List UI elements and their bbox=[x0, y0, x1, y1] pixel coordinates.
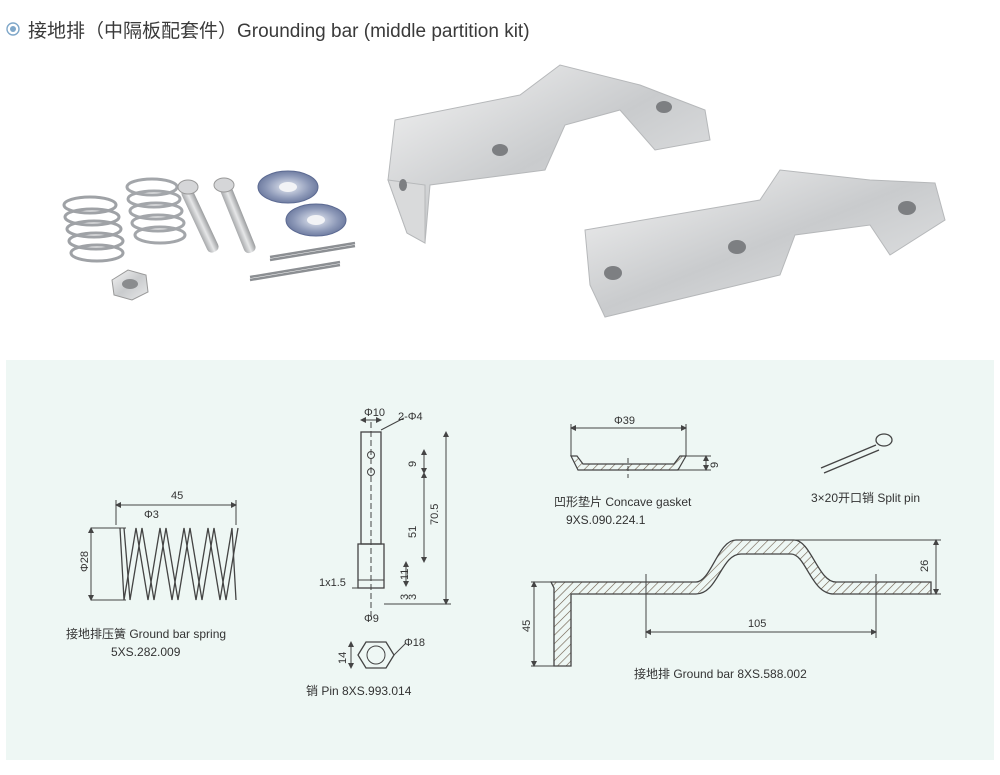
spring-diameter-dim: Φ28 bbox=[79, 551, 91, 572]
gasket-caption: 凹形垫片 Concave gasket bbox=[554, 494, 692, 509]
ground-bar-step-dim: 26 bbox=[919, 560, 931, 572]
circle-bullet-icon bbox=[6, 22, 20, 36]
gasket-h-dim: 9 bbox=[709, 462, 721, 468]
pin-caption: 销 Pin 8XS.993.014 bbox=[306, 684, 412, 698]
ground-bar-photo-1 bbox=[387, 64, 711, 244]
split-pin-leg-1 bbox=[820, 444, 877, 469]
spring-length-dim: 45 bbox=[171, 490, 183, 502]
ground-bar-length-dim: 105 bbox=[748, 618, 766, 630]
pin-holes-dim: 2-Φ4 bbox=[398, 411, 423, 423]
ground-bar-photo-2 bbox=[584, 169, 946, 318]
pin-total-dim: 70.5 bbox=[429, 504, 441, 525]
pin-photo-2 bbox=[213, 177, 256, 254]
pin-9-dim: 9 bbox=[407, 461, 419, 467]
gasket-drawing: Φ39 9 凹形垫片 Concave gasket 9XS.090.224.1 bbox=[554, 415, 721, 527]
pin-head bbox=[357, 543, 385, 589]
spring-caption: 接地排压簧 Ground bar spring bbox=[66, 626, 226, 641]
page-header: 接地排（中隔板配套件）Grounding bar (middle partiti… bbox=[6, 14, 530, 44]
pin-51-dim: 51 bbox=[407, 526, 419, 538]
pin-hole-2 bbox=[367, 468, 375, 476]
product-photo-area bbox=[62, 64, 946, 318]
page-title: 接地排（中隔板配套件）Grounding bar (middle partiti… bbox=[28, 20, 530, 42]
concave-gasket-photo-1 bbox=[257, 170, 319, 204]
spring-drawing: 45 Φ3 Φ28 接地排压簧 Ground bar spring 5XS.28… bbox=[66, 490, 239, 659]
gasket-code: 9XS.090.224.1 bbox=[566, 513, 646, 527]
pin-chamfer-dim: 1x1.5 bbox=[319, 577, 346, 589]
split-pin-leg-2 bbox=[823, 449, 880, 474]
pin-hole-1 bbox=[367, 451, 375, 459]
spring-wire-dim: Φ3 bbox=[144, 509, 159, 521]
spring-photo-1 bbox=[62, 195, 125, 263]
ground-bar-caption: 接地排 Ground bar 8XS.588.002 bbox=[634, 666, 807, 681]
pin-bottom-dia-dim: Φ9 bbox=[364, 613, 379, 625]
pin-11-dim: 11 bbox=[399, 569, 411, 580]
split-pin-photo-1 bbox=[269, 241, 356, 262]
pin-head-hole bbox=[366, 645, 386, 665]
hex-nut-photo bbox=[111, 269, 149, 301]
ground-bar-drawing: 45 105 26 接地排 Ground bar 8XS.588.002 bbox=[521, 539, 941, 681]
gasket-dia-dim: Φ39 bbox=[614, 415, 635, 427]
pin-photo-1 bbox=[177, 179, 219, 253]
ground-bar-section bbox=[549, 539, 932, 667]
spring-coil-front bbox=[119, 527, 237, 601]
spring-nut-pin-gasket-split-pin-photo bbox=[62, 170, 356, 301]
spring-photo-2 bbox=[125, 177, 187, 245]
pin-head-h-dim: 14 bbox=[337, 652, 349, 664]
spring-coil-back bbox=[123, 527, 239, 601]
split-pin-eye bbox=[875, 433, 893, 447]
split-pin-photo-2 bbox=[249, 260, 341, 282]
spring-code: 5XS.282.009 bbox=[111, 645, 181, 659]
drawings-svg: 45 Φ3 Φ28 接地排压簧 Ground bar spring 5XS.28… bbox=[66, 407, 941, 698]
pin-drawing: Φ10 2-Φ4 70.5 9 51 11 3 3 bbox=[306, 407, 451, 698]
gasket-section bbox=[570, 455, 688, 471]
ground-bar-height-dim: 45 bbox=[521, 620, 533, 632]
ground-bar-photo bbox=[387, 64, 946, 318]
pin-head-dia-dim: Φ18 bbox=[404, 637, 425, 649]
concave-gasket-photo-2 bbox=[285, 203, 347, 237]
split-pin-drawing: 3×20开口销 Split pin bbox=[811, 433, 920, 505]
split-pin-caption: 3×20开口销 Split pin bbox=[811, 491, 920, 505]
pin-top-dia-dim: Φ10 bbox=[364, 407, 385, 419]
pin-3b-dim: 3 bbox=[407, 594, 419, 600]
technical-drawing-panel: 45 Φ3 Φ28 接地排压簧 Ground bar spring 5XS.28… bbox=[6, 360, 994, 760]
pin-3-dim: 3 bbox=[399, 594, 411, 600]
